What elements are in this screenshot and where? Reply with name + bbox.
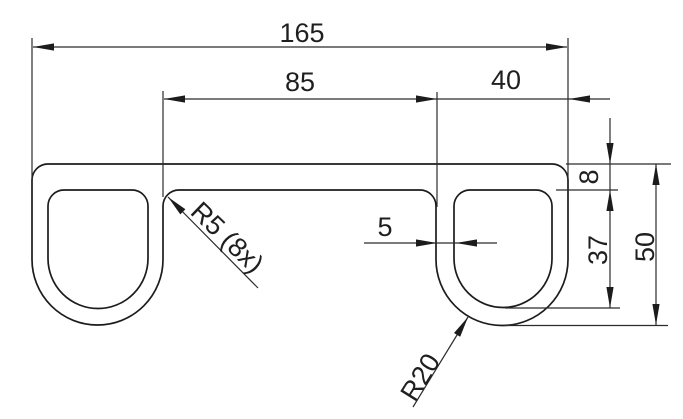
left-slot-contour (47, 189, 149, 310)
extension-lines (31, 38, 671, 327)
arrow-8-37-shared (606, 190, 614, 211)
arrow-leader-r5 (168, 197, 186, 215)
right-slot-contour (453, 189, 553, 309)
note-fillet-radius-label: R5 (8x) (185, 196, 270, 279)
dim-overall-height-label: 50 (630, 232, 660, 262)
arrow-leader-r20 (454, 317, 468, 337)
arrow-165-left (33, 43, 54, 51)
arrowheads (33, 43, 660, 337)
arrow-37-bottom (606, 287, 614, 308)
arrow-85-left (164, 95, 185, 103)
part-outer-contour (31, 163, 569, 327)
arrow-165-right (546, 43, 567, 51)
arrow-50-bottom (652, 304, 660, 325)
dimension-lines (33, 46, 657, 408)
dim-top-wall-label: 8 (574, 169, 604, 184)
arrow-8-top (606, 143, 614, 164)
dim-leg-width-label: 40 (491, 65, 521, 95)
dim-wall-thickness-label: 5 (377, 212, 392, 242)
dim-overall-width-label: 165 (279, 18, 324, 48)
part-geometry (31, 163, 569, 327)
arrow-85-right (416, 95, 437, 103)
dimension-labels: 165 85 40 5 8 37 50 R5 (8x) R20 (185, 18, 660, 406)
arrow-40-right (569, 95, 590, 103)
dim-inner-span-label: 85 (285, 67, 315, 97)
arrow-50-top (652, 164, 660, 185)
arrow-5-left (416, 239, 437, 247)
arrow-5-right (456, 239, 477, 247)
dim-slot-depth-label: 37 (583, 235, 613, 265)
note-bottom-radius-label: R20 (395, 348, 447, 406)
leader-line-r5 (167, 196, 259, 289)
